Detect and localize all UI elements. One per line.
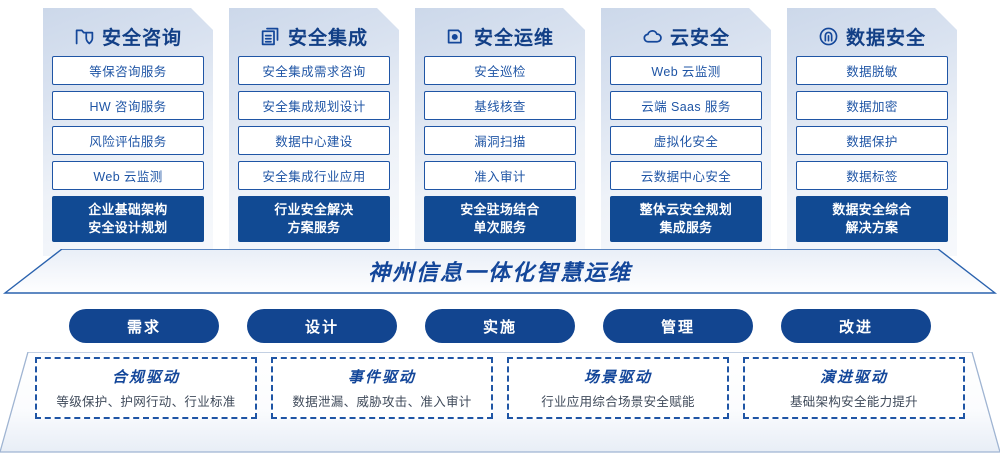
column-summary-line: 解决方案 [845,220,899,235]
service-item[interactable]: 云端 Saas 服务 [610,91,762,120]
service-column-data-security[interactable]: 数据安全 数据脱敏 数据加密 数据保护 数据标签 数据安全综合 解决方案 [787,8,957,256]
phase-pill-implementation[interactable]: 实施 [425,309,575,343]
column-title: 安全运维 [473,27,554,49]
driver-card-compliance[interactable]: 合规驱动 等级保护、护网行动、行业标准 [35,357,257,419]
column-header: 安全集成 [238,16,390,56]
service-item[interactable]: 等保咨询服务 [52,56,204,85]
column-summary-line: 集成服务 [659,220,713,235]
platform-banner: 神州信息一体化智慧运维 [0,249,1000,295]
phase-pill-design[interactable]: 设计 [247,309,397,343]
column-summary-box[interactable]: 数据安全综合 解决方案 [796,196,948,242]
service-item[interactable]: 安全集成规划设计 [238,91,390,120]
service-item[interactable]: 安全集成需求咨询 [238,56,390,85]
column-title: 云安全 [669,27,730,49]
service-item[interactable]: 数据保护 [796,126,948,155]
column-summary-line: 安全设计规划 [88,220,168,235]
column-header: 安全运维 [424,16,576,56]
column-summary-line: 行业安全解决 [274,202,354,218]
column-summary-box[interactable]: 安全驻场结合 单次服务 [424,196,576,242]
service-column-security-integration[interactable]: 安全集成 安全集成需求咨询 安全集成规划设计 数据中心建设 安全集成行业应用 行… [229,8,399,256]
service-item[interactable]: 数据中心建设 [238,126,390,155]
service-item[interactable]: 准入审计 [424,161,576,190]
driver-title: 事件驱动 [347,369,416,386]
column-title: 数据安全 [845,27,926,49]
service-item[interactable]: 风险评估服务 [52,126,204,155]
driver-title: 合规驱动 [111,369,180,386]
driver-title: 演进驱动 [819,369,888,386]
driver-card-scenario[interactable]: 场景驱动 行业应用综合场景安全赋能 [507,357,729,419]
cloud-icon [642,26,663,47]
driver-base: 合规驱动 等级保护、护网行动、行业标准 事件驱动 数据泄漏、威胁攻击、准入审计 … [0,352,1000,454]
phase-pill-row: 需求 设计 实施 管理 改进 [0,309,1000,345]
driver-card-incident[interactable]: 事件驱动 数据泄漏、威胁攻击、准入审计 [271,357,493,419]
service-item[interactable]: 安全集成行业应用 [238,161,390,190]
service-column-security-consulting[interactable]: 安全咨询 等保咨询服务 HW 咨询服务 风险评估服务 Web 云监测 企业基础架… [43,8,213,256]
service-item[interactable]: 云数据中心安全 [610,161,762,190]
phase-pill-improvement[interactable]: 改进 [781,309,931,343]
driver-subtitle: 数据泄漏、威胁攻击、准入审计 [292,395,472,409]
driver-subtitle: 等级保护、护网行动、行业标准 [56,395,236,409]
service-item[interactable]: 虚拟化安全 [610,126,762,155]
service-item[interactable]: 数据脱敏 [796,56,948,85]
driver-title: 场景驱动 [583,369,652,386]
column-summary-line: 数据安全综合 [832,202,912,218]
column-summary-line: 方案服务 [287,220,341,235]
service-item[interactable]: 安全巡检 [424,56,576,85]
column-summary-box[interactable]: 企业基础架构 安全设计规划 [52,196,204,242]
folder-shield-icon [74,26,95,47]
column-summary-line: 企业基础架构 [88,202,168,218]
fingerprint-icon [818,26,839,47]
monitor-chart-icon [446,26,467,47]
column-header: 数据安全 [796,16,948,56]
driver-list: 合规驱动 等级保护、护网行动、行业标准 事件驱动 数据泄漏、威胁攻击、准入审计 … [0,357,1000,449]
service-item[interactable]: 数据标签 [796,161,948,190]
service-column-cloud-security[interactable]: 云安全 Web 云监测 云端 Saas 服务 虚拟化安全 云数据中心安全 整体云… [601,8,771,256]
driver-subtitle: 行业应用综合场景安全赋能 [541,395,695,409]
platform-banner-title: 神州信息一体化智慧运维 [367,260,632,285]
phase-pill-management[interactable]: 管理 [603,309,753,343]
phase-pill-demand[interactable]: 需求 [69,309,219,343]
column-title: 安全集成 [287,27,368,49]
service-columns: 安全咨询 等保咨询服务 HW 咨询服务 风险评估服务 Web 云监测 企业基础架… [0,8,1000,256]
column-summary-line: 安全驻场结合 [460,202,540,218]
service-item[interactable]: HW 咨询服务 [52,91,204,120]
service-item[interactable]: 漏洞扫描 [424,126,576,155]
column-summary-box[interactable]: 行业安全解决 方案服务 [238,196,390,242]
service-item[interactable]: Web 云监测 [52,161,204,190]
column-title: 安全咨询 [101,27,182,49]
stacked-documents-icon [260,26,281,47]
service-item[interactable]: 数据加密 [796,91,948,120]
column-summary-line: 单次服务 [473,220,527,235]
service-item[interactable]: 基线核查 [424,91,576,120]
driver-card-evolution[interactable]: 演进驱动 基础架构安全能力提升 [743,357,965,419]
column-header: 云安全 [610,16,762,56]
service-column-security-operations[interactable]: 安全运维 安全巡检 基线核查 漏洞扫描 准入审计 安全驻场结合 单次服务 [415,8,585,256]
column-header: 安全咨询 [52,16,204,56]
column-summary-box[interactable]: 整体云安全规划 集成服务 [610,196,762,242]
column-summary-line: 整体云安全规划 [639,202,733,218]
driver-subtitle: 基础架构安全能力提升 [789,395,918,409]
service-item[interactable]: Web 云监测 [610,56,762,85]
